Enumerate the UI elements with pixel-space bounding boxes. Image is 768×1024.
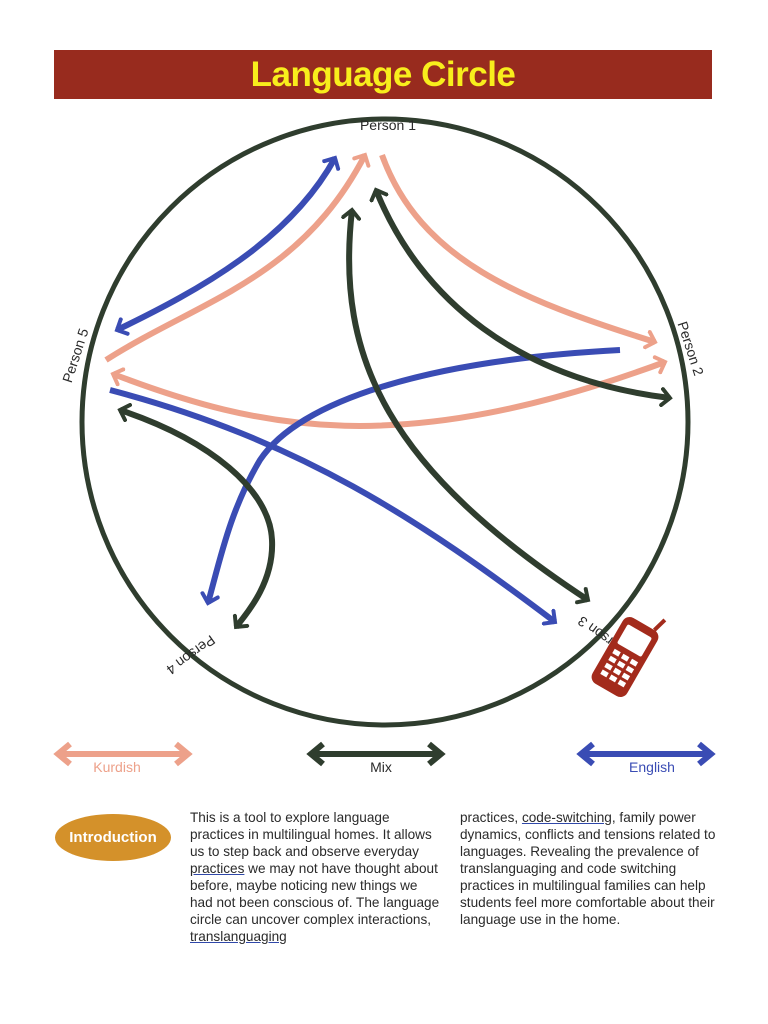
arrow-english-p5-p1 [117,158,335,330]
page-title: Language Circle [250,54,516,94]
arrow-mix-p5-p4 [120,410,276,627]
legend-kurdish-label: Kurdish [93,759,141,775]
intro-text-column-1: This is a tool to explore language pract… [190,809,440,945]
arrow-mix-p1-p2 [376,190,670,398]
arrow-mix-p1-p3 [349,210,588,600]
legend-mix: Mix [303,740,453,790]
mobile-phone-icon [591,617,667,697]
legend-english-label: English [629,759,675,775]
practices-link[interactable]: practices [190,861,245,876]
legend-kurdish: Kurdish [50,740,200,790]
arrow-kurdish-p5-p1 [104,155,365,363]
code-switching-link[interactable]: code-switching [521,810,612,825]
intro-text-column-2: practices, code-switching, family power … [460,809,720,928]
legend-english: English [573,740,723,790]
language-circle-diagram: Person 1 Person 2 Person 3 Person 4 Pers… [59,116,707,728]
intro-col2-text-2: , family power dynamics, conflicts and t… [460,810,716,927]
legend-mix-label: Mix [370,759,392,775]
introduction-badge: Introduction [55,814,171,861]
intro-col1-text-1: This is a tool to explore language pract… [190,810,432,859]
legend-mix-arrow [306,741,446,767]
person-1-label: Person 1 [360,117,416,133]
legend-english-arrow [576,741,716,767]
intro-col1-text-2: we may not have thought about before, ma… [190,861,440,927]
title-banner: Language Circle [54,50,712,99]
introduction-label: Introduction [69,829,157,846]
language-circle-outline [79,116,691,728]
arrow-kurdish-p1-p2 [379,153,655,342]
translanguaging-link[interactable]: translanguaging [190,929,287,944]
legend-kurdish-arrow [53,741,193,767]
intro-col2-text-1: practices, [460,810,522,825]
